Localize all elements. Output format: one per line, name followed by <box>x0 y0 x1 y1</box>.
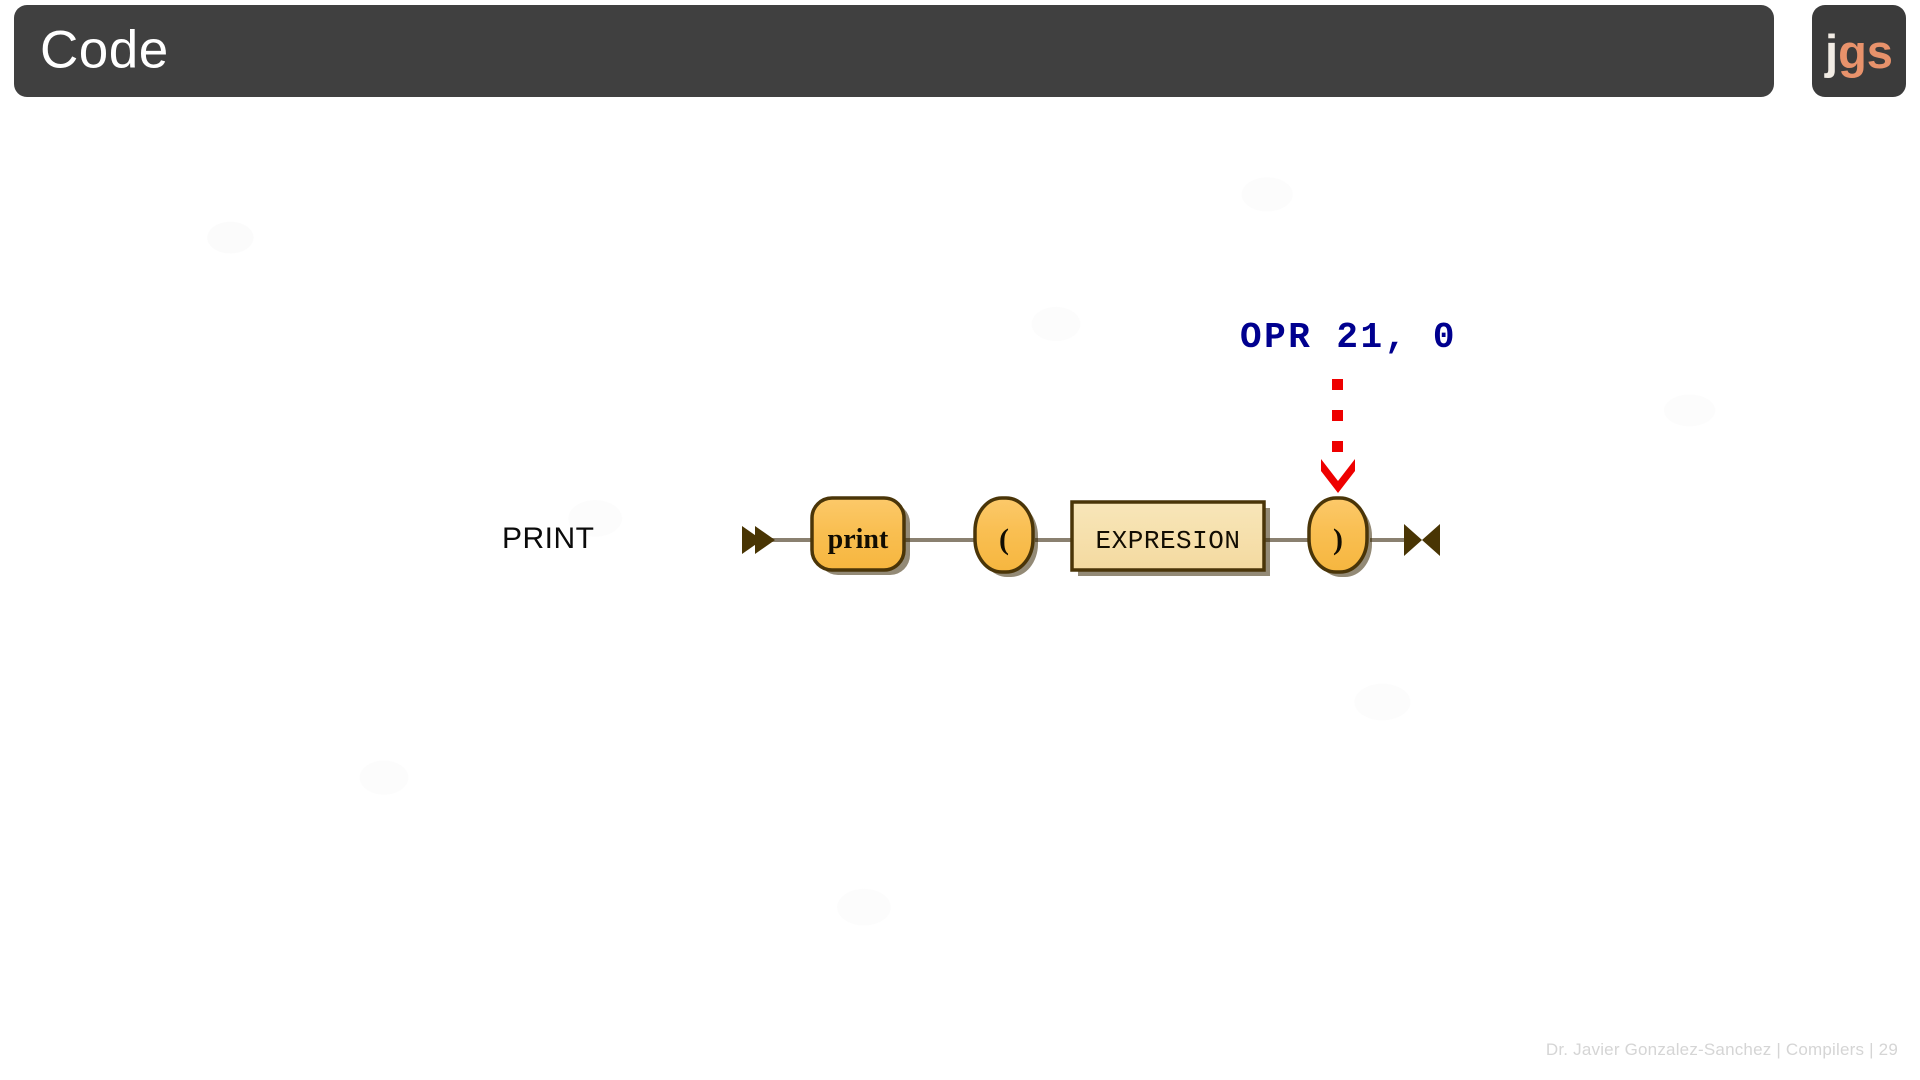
annotation-arrowhead-icon <box>1321 459 1355 493</box>
diagram-node-expresion[interactable]: EXPRESION <box>1070 500 1270 576</box>
logo-letter-j: j <box>1825 24 1839 78</box>
page-title: Code <box>40 20 169 80</box>
end-marker-icon <box>1404 524 1440 556</box>
logo-letters-gs: gs <box>1838 24 1893 78</box>
annotation-dot-1 <box>1332 379 1343 390</box>
start-marker-icon <box>742 526 775 554</box>
diagram-node-print-label: print <box>828 524 889 555</box>
diagram-node-print[interactable]: print <box>810 496 910 575</box>
annotation-label: OPR 21, 0 <box>1240 317 1457 358</box>
rule-label: PRINT <box>502 522 595 555</box>
header-bar: Code <box>14 5 1774 97</box>
footer-note: Dr. Javier Gonzalez-Sanchez | Compilers … <box>1545 1040 1898 1059</box>
diagram-node-expresion-label: EXPRESION <box>1096 526 1241 556</box>
diagram-node-rparen-label: ) <box>1333 523 1343 556</box>
logo-text: jgs <box>1825 28 1893 75</box>
diagram-node-lparen[interactable]: ( <box>973 496 1038 577</box>
diagram-node-rparen[interactable]: ) <box>1307 496 1372 577</box>
annotation-dot-2 <box>1332 410 1343 421</box>
annotation-dot-3 <box>1332 441 1343 452</box>
logo-badge: jgs <box>1812 5 1906 97</box>
diagram-node-lparen-label: ( <box>999 523 1009 556</box>
